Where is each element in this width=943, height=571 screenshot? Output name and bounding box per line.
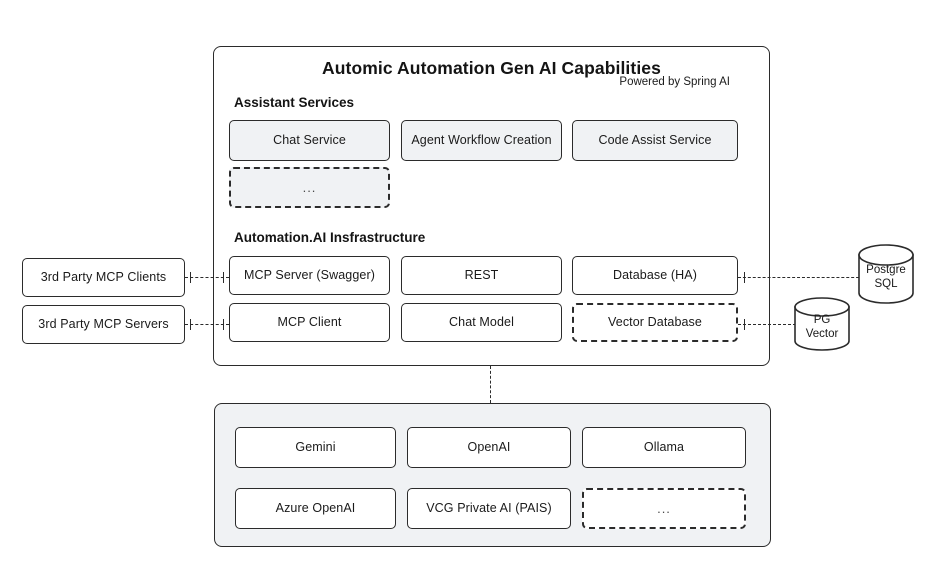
assistant-services-label: Assistant Services xyxy=(234,95,355,110)
connector-cap-servers-left xyxy=(190,319,191,330)
connector-cap-servers-right xyxy=(223,319,224,330)
node-vcg-private-ai-pais[interactable]: VCG Private AI (PAIS) xyxy=(407,488,571,529)
node-openai[interactable]: OpenAI xyxy=(407,427,571,468)
connector-infrastructure-to-providers xyxy=(490,366,491,403)
connector-clients-to-mcp-server xyxy=(185,277,229,278)
datastore-pgvector[interactable]: PG Vector xyxy=(793,297,851,351)
diagram-title: Automic Automation Gen AI Capabilities xyxy=(322,58,661,78)
connector-cap-clients-right xyxy=(223,272,224,283)
node-3rd-party-mcp-clients[interactable]: 3rd Party MCP Clients xyxy=(22,258,185,297)
node-vector-database[interactable]: Vector Database xyxy=(572,303,738,342)
node-azure-openai[interactable]: Azure OpenAI xyxy=(235,488,396,529)
node-agent-workflow-creation[interactable]: Agent Workflow Creation xyxy=(401,120,562,161)
node-mcp-client[interactable]: MCP Client xyxy=(229,303,390,342)
connector-cap-database-right xyxy=(744,272,745,283)
connector-servers-to-mcp-client xyxy=(185,324,229,325)
node-rest[interactable]: REST xyxy=(401,256,562,295)
node-database-ha[interactable]: Database (HA) xyxy=(572,256,738,295)
connector-cap-clients-left xyxy=(190,272,191,283)
node-assistant-services-more[interactable]: ... xyxy=(229,167,390,208)
connector-cap-vector-db-right xyxy=(744,319,745,330)
node-mcp-server-swagger[interactable]: MCP Server (Swagger) xyxy=(229,256,390,295)
node-gemini[interactable]: Gemini xyxy=(235,427,396,468)
connector-database-to-postgresql xyxy=(738,277,864,278)
node-ollama[interactable]: Ollama xyxy=(582,427,746,468)
connector-vector-db-to-pgvector xyxy=(738,324,796,325)
node-chat-service[interactable]: Chat Service xyxy=(229,120,390,161)
node-model-providers-more[interactable]: ... xyxy=(582,488,746,529)
infrastructure-label: Automation.AI Insfrastructure xyxy=(234,230,426,245)
diagram-subtitle: Powered by Spring AI xyxy=(619,76,730,88)
node-chat-model[interactable]: Chat Model xyxy=(401,303,562,342)
node-code-assist-service[interactable]: Code Assist Service xyxy=(572,120,738,161)
datastore-postgresql[interactable]: Postgre SQL xyxy=(857,244,915,304)
node-3rd-party-mcp-servers[interactable]: 3rd Party MCP Servers xyxy=(22,305,185,344)
